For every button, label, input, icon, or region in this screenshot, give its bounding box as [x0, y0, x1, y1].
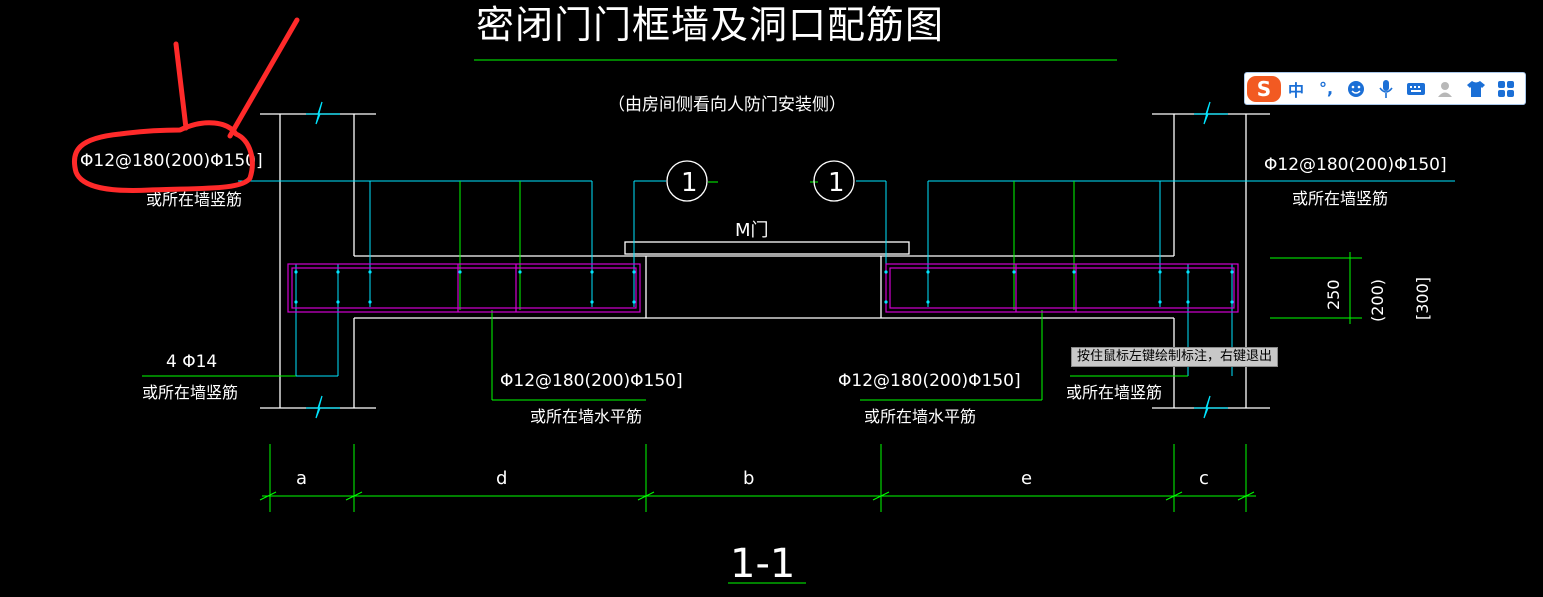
stirrups — [287, 263, 1239, 313]
top-left-rebar-label: Φ12@180(200)Φ150] — [80, 151, 263, 171]
mid-right-rebar-label: Φ12@180(200)Φ150] — [838, 371, 1021, 391]
dim-label-d: d — [496, 468, 507, 489]
dim-label-c: c — [1199, 468, 1209, 489]
red-highlight-markup — [72, 17, 300, 193]
ime-mode-toggle[interactable]: 中 — [1287, 80, 1304, 100]
left-corner-rebar-note: 或所在墙竖筋 — [142, 383, 238, 402]
detail-marker-right-label: 1 — [828, 168, 845, 198]
skin-icon[interactable] — [1461, 76, 1491, 102]
top-right-rebar-note: 或所在墙竖筋 — [1292, 189, 1388, 208]
door-label: M门 — [735, 220, 769, 241]
mid-left-rebar-label: Φ12@180(200)Φ150] — [500, 371, 683, 391]
keyboard-icon[interactable] — [1401, 76, 1431, 102]
grid-icon[interactable] — [1491, 76, 1521, 102]
top-right-rebar-label: Φ12@180(200)Φ150] — [1264, 155, 1447, 175]
dim-label-b: b — [743, 468, 754, 489]
dim-200: (200) — [1368, 279, 1387, 322]
emoji-icon[interactable] — [1341, 76, 1371, 102]
mid-left-rebar-note: 或所在墙水平筋 — [530, 407, 642, 426]
command-tooltip: 按住鼠标左键绘制标注，右键退出 — [1071, 347, 1279, 367]
sogou-logo-icon[interactable]: S — [1247, 75, 1281, 102]
dim-250: 250 — [1324, 279, 1343, 310]
drawing-subtitle: （由房间侧看向人防门安装侧） — [608, 95, 846, 115]
ime-toolbar[interactable]: S 中 °, — [1244, 72, 1526, 105]
ime-punct-toggle[interactable]: °, — [1318, 79, 1334, 98]
rebar-dots — [294, 270, 1234, 304]
section-label: 1-1 — [730, 541, 795, 587]
mid-right-rebar-note: 或所在墙水平筋 — [864, 407, 976, 426]
detail-marker-left — [666, 160, 708, 202]
dim-label-a: a — [296, 468, 307, 489]
user-icon[interactable] — [1431, 76, 1461, 102]
microphone-icon[interactable] — [1371, 76, 1401, 102]
right-corner-rebar-note: 或所在墙竖筋 — [1066, 383, 1162, 402]
dim-label-e: e — [1021, 468, 1032, 489]
green-leaders — [142, 181, 1362, 584]
left-corner-rebar-label: 4 Φ14 — [166, 352, 217, 372]
top-left-rebar-note: 或所在墙竖筋 — [146, 190, 242, 209]
dim-300: [300] — [1413, 277, 1432, 320]
detail-marker-right — [813, 160, 855, 202]
detail-marker-left-label: 1 — [681, 168, 698, 198]
break-symbols — [306, 101, 1228, 419]
drawing-title: 密闭门门框墙及洞口配筋图 — [476, 3, 944, 47]
